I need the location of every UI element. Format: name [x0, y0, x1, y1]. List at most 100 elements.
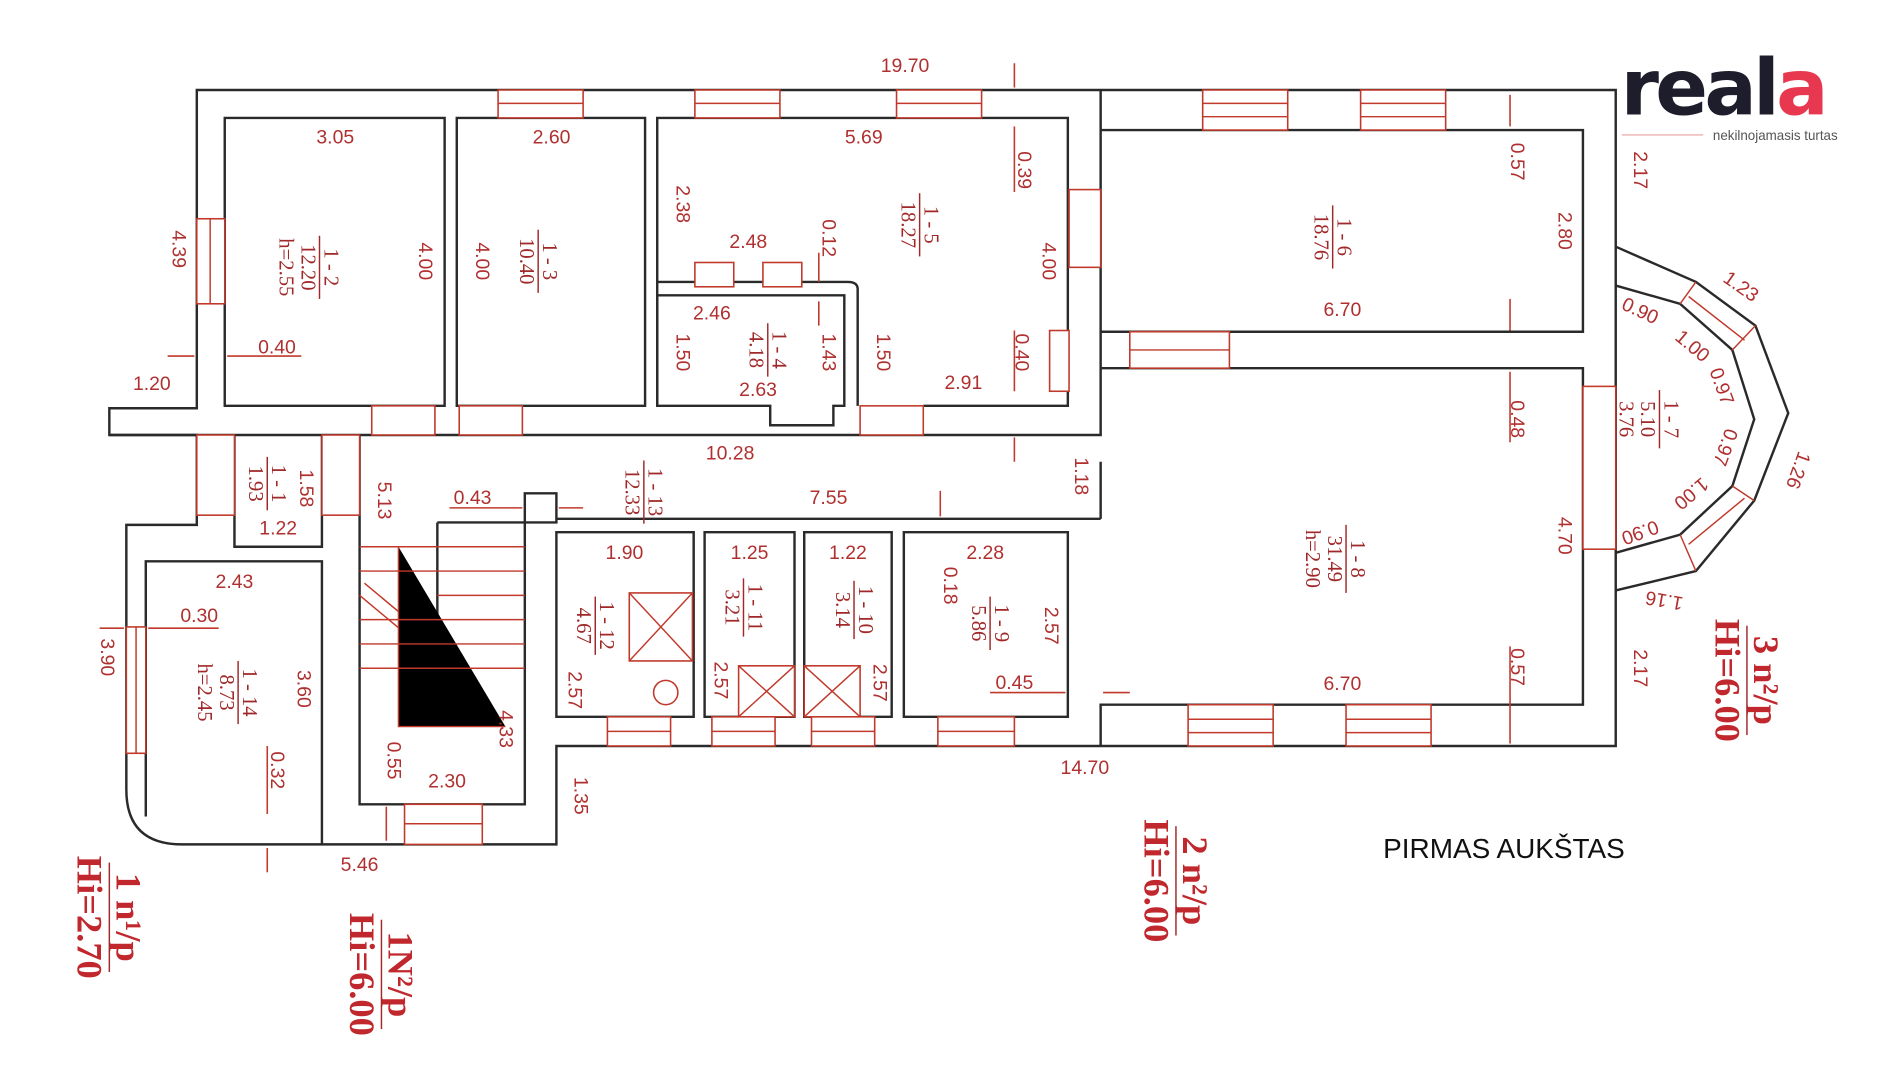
dim-label: 1.22 [259, 518, 297, 540]
room-id: 1 - 10 [854, 586, 876, 634]
dim-label: 1.00 [1669, 473, 1712, 514]
dim-label: 2.28 [966, 542, 1004, 564]
dim-label: 3.60 [293, 670, 315, 708]
room-id: 1 - 13 [644, 468, 666, 516]
dim-label: 4.00 [471, 242, 493, 280]
dim-label: 2.91 [944, 372, 982, 394]
dim-label: 3.05 [316, 126, 354, 148]
dim-label: 19.70 [881, 55, 930, 77]
dim-label: 2.57 [868, 664, 890, 702]
room-id: 1 - 11 [743, 584, 765, 631]
dim-label: 2.60 [533, 126, 571, 148]
dim-label: 1.43 [817, 333, 839, 371]
dim-label: 4.00 [414, 242, 436, 280]
room-id: 1 - 5 [919, 206, 941, 244]
dim-label: 2.57 [564, 671, 586, 709]
dim-label: 0.57 [1506, 648, 1528, 686]
room-1-4: 1 - 44.18 [745, 323, 790, 377]
room-1-10: 1 - 103.14 [831, 580, 876, 640]
dim-label: 1.50 [672, 333, 694, 371]
room-1-12: 1 - 124.67 [572, 596, 617, 655]
dim-label: 5.46 [341, 854, 379, 876]
room-id: 1 - 14 [238, 668, 260, 716]
height-label: 3 n²/p [1746, 636, 1786, 725]
dim-label: 2.17 [1629, 649, 1651, 687]
room-area: 12.20 [296, 244, 318, 290]
room-area: 8.73 [215, 674, 237, 710]
room-height: h=2.90 [1301, 530, 1323, 588]
dim-label: 14.70 [1061, 757, 1110, 779]
dim-label: 0.18 [939, 567, 961, 605]
dim-label: 1.22 [829, 542, 867, 564]
room-area: 4.67 [572, 608, 594, 644]
room-1-3: 1 - 310.40 [515, 229, 560, 293]
room-1-6: 1 - 618.76 [1309, 205, 1355, 269]
dim-label: 1.16 [1644, 586, 1685, 614]
dim-label: 0.55 [383, 742, 405, 780]
dim-label: 2.57 [709, 661, 731, 699]
room-area: 5.86 [967, 605, 989, 641]
room-area: 5.10 [1636, 401, 1658, 437]
room-1-1: 1 - 11.93 [244, 456, 289, 511]
room-area: 18.27 [896, 202, 918, 248]
dim-label: 2.63 [739, 379, 777, 401]
height-value: Hi=6.00 [342, 913, 382, 1036]
room-id: 1 - 4 [768, 331, 790, 369]
logo-accent: a [1776, 43, 1825, 133]
room-id: 1 - 9 [990, 604, 1012, 642]
logo-tagline: nekilnojamasis turtas [1713, 128, 1838, 143]
dim-label: 5.13 [373, 482, 395, 520]
room-id: 1 - 1 [267, 465, 289, 503]
dim-label: 4.39 [168, 230, 190, 268]
svg-text:reala: reala [1621, 43, 1825, 133]
dim-label: 0.43 [454, 487, 492, 509]
dim-label: 2.17 [1629, 151, 1651, 189]
dim-label: 7.55 [810, 487, 848, 509]
room-1-9: 1 - 95.86 [967, 596, 1012, 651]
dim-label: 0.32 [266, 751, 288, 789]
logo-main: real [1621, 43, 1777, 133]
dim-label: 0.39 [1013, 151, 1035, 189]
dim-label: 0.40 [258, 337, 296, 359]
room-area: 12.33 [621, 469, 643, 515]
room-extra: 3.76 [1614, 401, 1636, 437]
height-annotations: 1 n¹/pHi=2.70 1N²/pHi=6.00 2 n²/pHi=6.00… [70, 619, 1786, 1036]
room-labels: 1 - 212.20h=2.55 1 - 310.40 1 - 518.27 1… [193, 193, 1681, 725]
dim-label: 1.26 [1781, 449, 1815, 492]
room-id: 1 - 2 [319, 248, 341, 286]
room-area: 3.21 [720, 589, 742, 625]
dim-label: 2.43 [216, 571, 254, 593]
dim-label: 10.28 [706, 442, 755, 464]
dim-label: 0.48 [1506, 400, 1528, 438]
dim-label: 0.45 [995, 672, 1033, 694]
dim-label: 4.00 [1037, 242, 1059, 280]
windows [125, 89, 1756, 846]
dim-label: 4.33 [494, 710, 516, 748]
dim-label: 0.30 [180, 605, 218, 627]
dim-label: 1.00 [1671, 326, 1714, 367]
room-id: 1 - 7 [1659, 400, 1681, 438]
dim-label: 0.97 [1705, 365, 1739, 408]
room-area: 18.76 [1309, 214, 1331, 260]
height-label: 2 n²/p [1175, 836, 1215, 925]
room-1-14: 1 - 148.73h=2.45 [193, 660, 260, 725]
room-id: 1 - 12 [595, 602, 617, 650]
dimension-labels-horizontal: 19.70 3.05 2.60 5.69 2.48 2.46 2.63 2.91… [133, 55, 1362, 876]
dim-label: 1.50 [872, 333, 894, 371]
dim-label: 4.70 [1554, 517, 1576, 555]
room-area: 31.49 [1323, 536, 1345, 582]
dimension-arrows [99, 63, 1511, 873]
dim-label: 2.80 [1554, 212, 1576, 250]
dim-label: 1.35 [570, 777, 592, 815]
dim-label: 6.70 [1323, 299, 1361, 321]
room-id: 1 - 3 [538, 242, 560, 280]
dim-label: 2.30 [428, 770, 466, 792]
height-value: Hi=2.70 [70, 856, 110, 979]
room-height: h=2.55 [274, 238, 296, 296]
dim-label: 2.48 [729, 231, 767, 253]
room-id: 1 - 8 [1346, 540, 1368, 578]
room-area: 3.14 [831, 592, 853, 628]
dim-label: 6.70 [1323, 673, 1361, 695]
dim-label: 2.46 [693, 303, 731, 325]
height-value: Hi=6.00 [1707, 619, 1747, 742]
